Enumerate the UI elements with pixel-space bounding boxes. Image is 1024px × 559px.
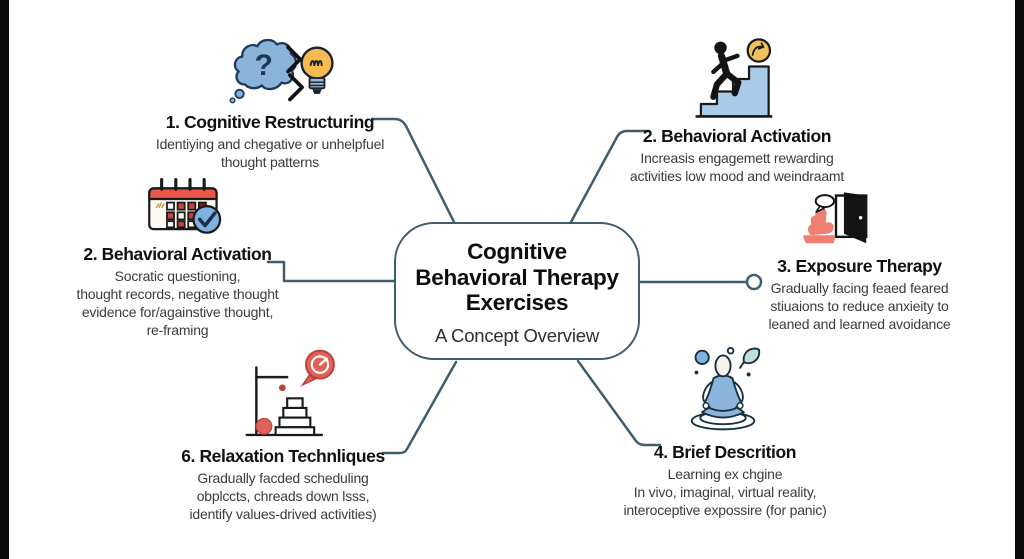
central-title-line2: Behavioral Therapy [415,264,619,290]
node-title: 6. Relaxation Technliques [181,446,385,466]
node-title: 2. Behavioral Activation [83,244,272,264]
calendar-check-icon [147,177,221,234]
node-title: 3. Exposure Therapy [777,256,942,276]
node-description: Socratic questioning, thought records, n… [76,268,279,338]
node-description: Increasis engagemett rewarding activitie… [629,150,845,184]
central-concept-box: Cognitive Behavioral Therapy Exercises A… [394,222,640,360]
node-behavioral-activation-left: 2. Behavioral Activation Socratic questi… [45,176,310,340]
left-edge-bar [0,0,9,559]
open-door-icon [802,192,867,244]
node-description: Gradually facing feaed feared stiuaions … [768,280,951,332]
central-title-line3: Exercises [465,290,569,316]
node-cognitive-restructuring: ? 1. Cognitive Restructuring Identiying … [120,36,420,172]
thought-bubble-lightbulb-icon: ? [229,38,334,104]
node-exposure-therapy: 3. Exposure Therapy Gradually facing fea… [757,186,962,334]
meditation-icon [690,346,761,431]
node-description: Learning ex chgine In vivo, imaginal, vi… [623,466,827,518]
graded-steps-target-icon [245,349,335,437]
right-edge-bar [1015,0,1024,559]
node-brief-description: 4. Brief Descrition Learning ex chgine I… [575,346,875,520]
climbing-stairs-icon [695,38,773,118]
node-description: Identiying and chegative or unhelpfuel t… [155,136,385,170]
node-title: 1. Cognitive Restructuring [165,112,375,132]
node-title: 4. Brief Descrition [653,442,797,462]
node-description: Gradually facded scheduling obplccts, ch… [189,470,377,522]
node-relaxation-techniques: 6. Relaxation Technliques Gradually facd… [133,348,433,524]
central-title-line1: Cognitive [467,239,567,265]
node-behavioral-activation-right: 2. Behavioral Activation Increasis engag… [587,38,887,186]
node-title: 2. Behavioral Activation [642,126,832,146]
central-subtitle: A Concept Overview [434,324,599,346]
central-title: Cognitive Behavioral Therapy Exercises [415,239,619,316]
svg-text:?: ? [255,49,273,82]
